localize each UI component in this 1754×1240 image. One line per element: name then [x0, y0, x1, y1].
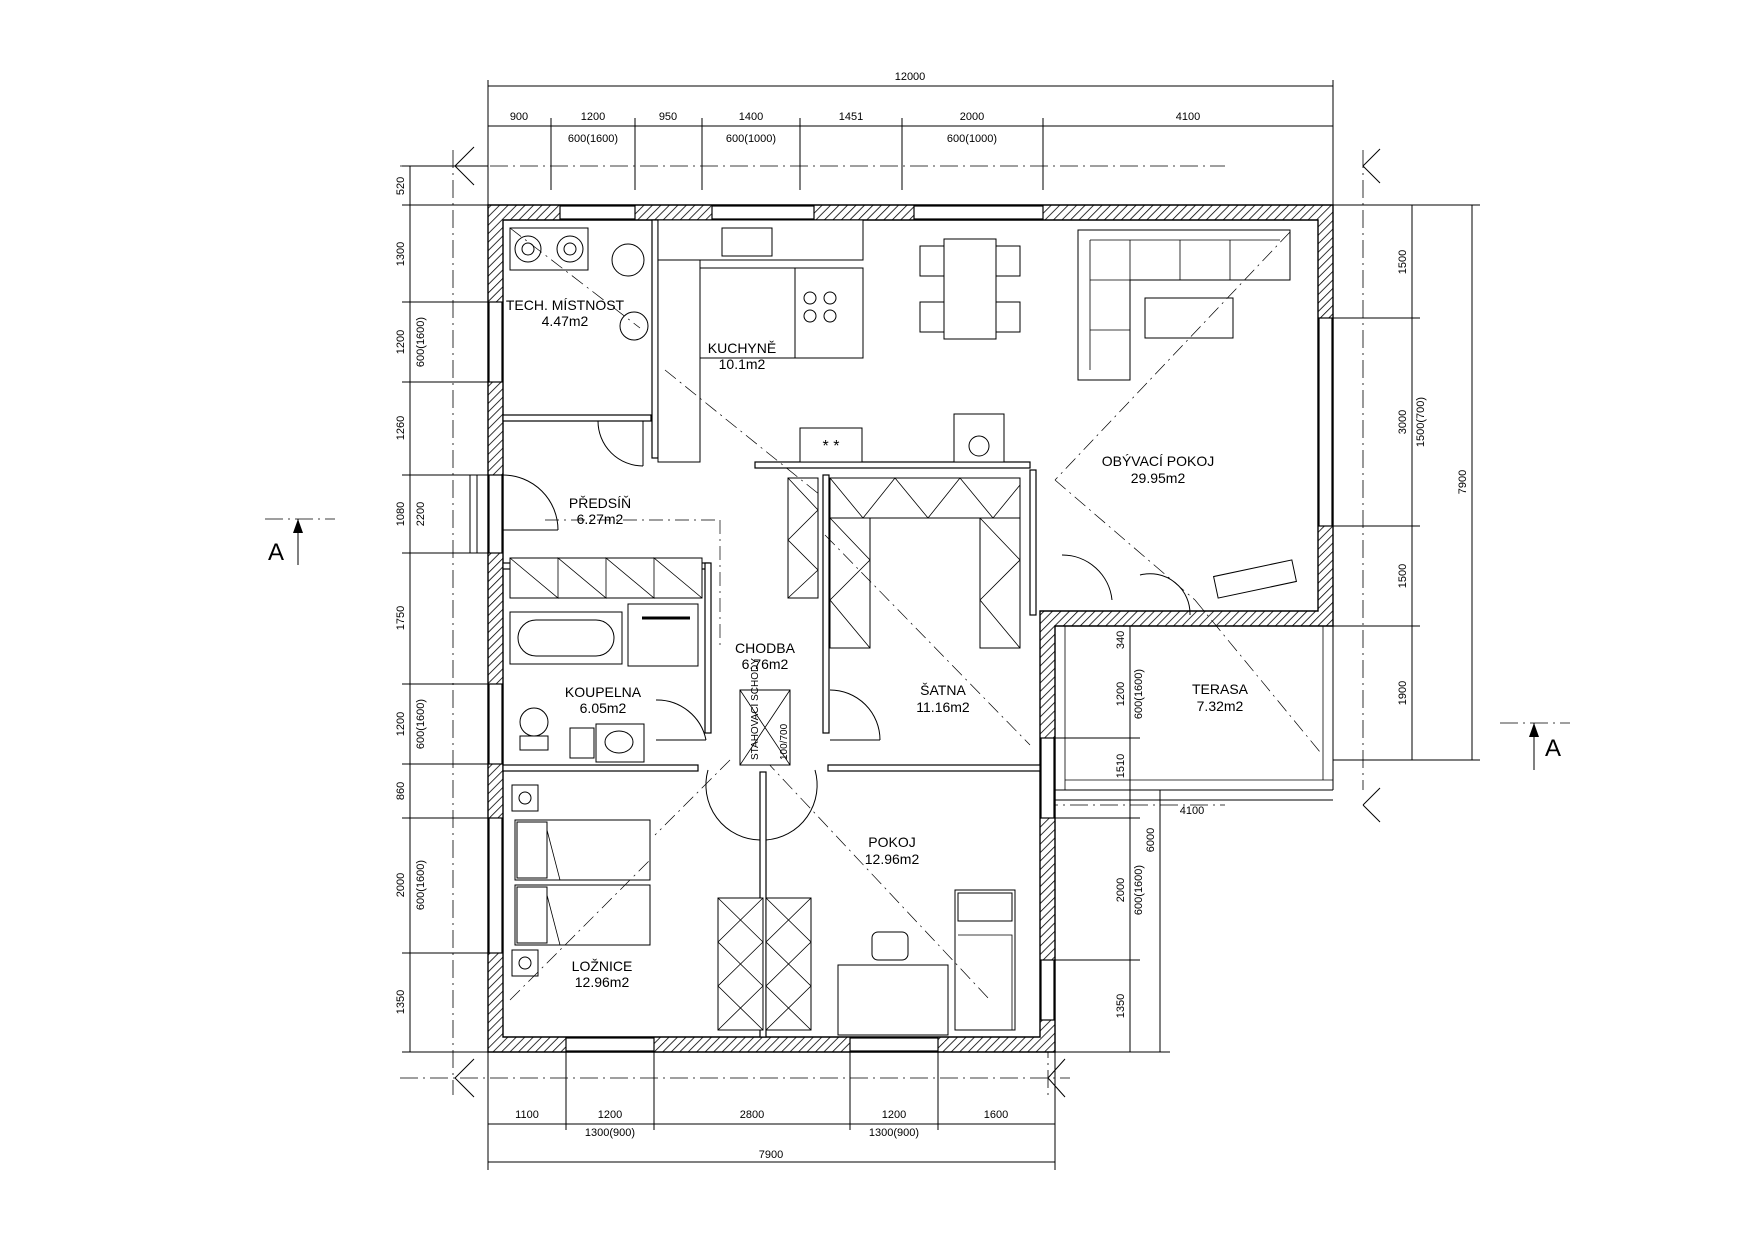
dim-left-1: 520: [395, 177, 407, 195]
dim-top-win-1: 600(1600): [568, 133, 618, 145]
pull-down-stairs: STAHOVACÍ SCHODY 100/700: [739, 658, 791, 766]
room-name-satna: ŠATNA: [920, 682, 966, 698]
terrace: [1054, 626, 1334, 791]
dim-left-door: 2200: [415, 502, 427, 526]
room-area-loznice: 12.96m2: [575, 974, 630, 990]
dim-top-3: 950: [659, 111, 677, 123]
svg-text:* *: * *: [823, 438, 840, 455]
room-area-predsin: 6.27m2: [577, 511, 624, 527]
room-name-terasa: TERASA: [1192, 681, 1249, 697]
stair-dim: 100/700: [779, 723, 790, 760]
diagonal-lines: [509, 227, 1321, 1001]
dim-right-total: 7900: [1457, 470, 1469, 494]
dim-top-total: 12000: [895, 71, 926, 83]
dim-left-win-2: 600(1600): [415, 699, 427, 749]
dim-mid-total: 6000: [1145, 828, 1157, 852]
section-marks: A A: [265, 518, 1570, 770]
room-area-kuchyne: 10.1m2: [719, 356, 766, 372]
room-area-terasa: 7.32m2: [1197, 698, 1244, 714]
dim-mid-3: 1510: [1115, 754, 1127, 778]
room-name-pokoj: POKOJ: [868, 834, 915, 850]
dimension-text: 12000 900 1200 950 1400 1451 2000 4100 6…: [395, 71, 1469, 1161]
dim-right-1: 1500: [1397, 250, 1409, 274]
dim-bottom-4: 1200: [882, 1109, 906, 1121]
dim-mid-2: 1200: [1115, 682, 1127, 706]
dim-right-2: 3000: [1397, 410, 1409, 434]
dim-bottom-2: 1200: [598, 1109, 622, 1121]
dim-left-win-3: 600(1600): [415, 860, 427, 910]
top-ticks: [550, 118, 1044, 190]
stair-label: STAHOVACÍ SCHODY: [748, 658, 761, 760]
room-area-pokoj: 12.96m2: [865, 851, 920, 867]
dim-bottom-5: 1600: [984, 1109, 1008, 1121]
dim-left-8: 860: [395, 782, 407, 800]
room-name-kuchyne: KUCHYNĚ: [708, 340, 776, 356]
dim-mid-4: 2000: [1115, 878, 1127, 902]
room-name-koupelna: KOUPELNA: [565, 684, 642, 700]
room-name-loznice: LOŽNICE: [572, 958, 633, 974]
dim-bottom-win-1: 1300(900): [585, 1127, 635, 1139]
furniture: * *: [509, 219, 1298, 1036]
dim-left-9: 2000: [395, 873, 407, 897]
dim-top-4: 1400: [739, 111, 763, 123]
dim-bottom-3: 2800: [740, 1109, 764, 1121]
room-area-obyvaci: 29.95m2: [1131, 470, 1186, 486]
dim-bottom-total: 7900: [759, 1149, 783, 1161]
room-area-tech: 4.47m2: [542, 313, 589, 329]
section-mark-left: A: [268, 539, 284, 566]
dim-left-win-1: 600(1600): [415, 317, 427, 367]
room-labels: TECH. MÍSTNOST 4.47m2 KUCHYNĚ 10.1m2 OBÝ…: [506, 297, 1249, 990]
dim-bottom-1: 1100: [515, 1109, 539, 1121]
dim-mid-win-2: 600(1600): [1133, 865, 1145, 915]
dim-top-2: 1200: [581, 111, 605, 123]
dim-top-win-3: 600(1000): [947, 133, 997, 145]
room-name-obyvaci: OBÝVACÍ POKOJ: [1102, 453, 1215, 469]
dim-left-7: 1200: [395, 712, 407, 736]
dim-right-3: 1500: [1397, 564, 1409, 588]
section-mark-right: A: [1545, 735, 1561, 762]
dimension-lines: [402, 80, 1480, 1170]
dim-mid-1: 340: [1115, 631, 1127, 649]
dim-terrace-width: 4100: [1180, 805, 1204, 817]
dim-right-4: 1900: [1397, 681, 1409, 705]
room-name-predsin: PŘEDSÍŇ: [569, 495, 631, 511]
dim-left-5: 1080: [395, 502, 407, 526]
dim-right-win: 1500(700): [1415, 397, 1427, 447]
doors: [502, 420, 1191, 841]
dim-top-1: 900: [510, 111, 528, 123]
room-name-chodba: CHODBA: [735, 640, 796, 656]
dim-mid-5: 1350: [1115, 994, 1127, 1018]
dim-bottom-win-2: 1300(900): [869, 1127, 919, 1139]
dim-top-win-2: 600(1000): [726, 133, 776, 145]
dim-left-3: 1200: [395, 330, 407, 354]
dim-left-2: 1300: [395, 242, 407, 266]
room-name-tech: TECH. MÍSTNOST: [506, 297, 625, 313]
room-area-satna: 11.16m2: [916, 699, 970, 715]
dim-top-5: 1451: [839, 111, 863, 123]
dim-left-6: 1750: [395, 606, 407, 630]
dim-top-6: 2000: [960, 111, 984, 123]
dim-top-7: 4100: [1176, 111, 1200, 123]
dim-left-10: 1350: [395, 990, 407, 1014]
dim-left-4: 1260: [395, 416, 407, 440]
room-area-chodba: 6.76m2: [742, 656, 789, 672]
room-area-koupelna: 6.05m2: [580, 700, 627, 716]
dim-mid-win-1: 600(1600): [1133, 669, 1145, 719]
